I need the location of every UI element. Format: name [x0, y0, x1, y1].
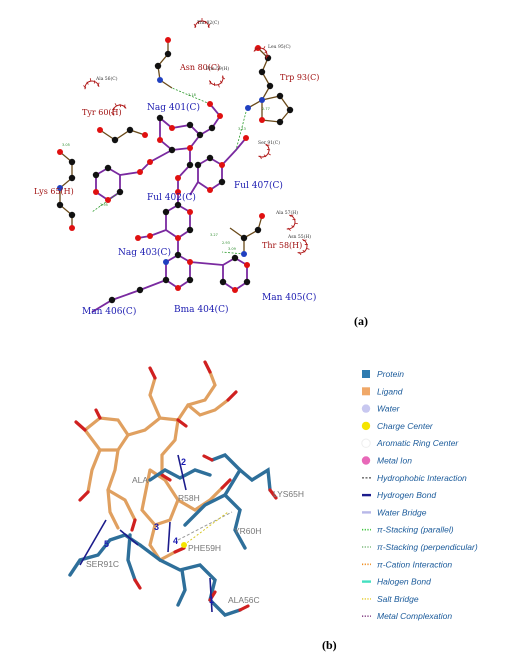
- ligand-oxygens: [74, 360, 238, 554]
- legend-label: Charge Center: [377, 421, 434, 431]
- interaction-number: 4: [173, 536, 178, 546]
- legend-item: Aromatic Ring Center: [361, 438, 459, 448]
- legend-item: π-Stacking (parallel): [362, 525, 454, 535]
- distance-label: 2.95: [100, 203, 108, 207]
- legend-label: Ligand: [377, 386, 403, 396]
- legend-label: Water: [377, 404, 401, 414]
- hydrophobic-label-thr82: Thr 82(C): [197, 19, 219, 26]
- hydrophobic-label-asn55: Asn 55(H): [287, 233, 311, 240]
- distance-label: 3.27: [210, 233, 218, 237]
- legend-item: Halogen Bond: [362, 577, 431, 587]
- distance-label: 2.93: [222, 241, 230, 245]
- legend-label: Water Bridge: [377, 507, 427, 517]
- hydrophobic-label-leu95: Leu 95(C): [268, 43, 291, 50]
- legend-item: Hydrogen Bond: [362, 490, 436, 500]
- ligand-sticks: [83, 370, 230, 563]
- panel-b-3d-render: LYS65H YR60H PHE59H ALA R58H SER91C ALA5…: [68, 360, 478, 652]
- legend-item: Salt Bridge: [362, 594, 419, 604]
- legend-item: Hydrophobic Interaction: [362, 473, 467, 483]
- ligand-label-man405: Man 405(C): [262, 292, 316, 303]
- distance-label: 3.18: [188, 93, 196, 97]
- protein-sticks: [68, 453, 272, 617]
- distance-label: 2.77: [262, 107, 270, 111]
- residue-label-thr58h: R58H: [178, 493, 200, 503]
- legend-item: Water Bridge: [362, 507, 427, 517]
- residue-label-phe59h: PHE59H: [188, 543, 221, 553]
- interaction-number: 2: [181, 457, 186, 467]
- interaction-number: 5: [104, 539, 109, 549]
- residue-label-tyr60h: YR60H: [234, 526, 261, 536]
- residue-label-tyr60: Tyr 60(H): [82, 108, 122, 117]
- pi-stacking-lines-3d: [183, 511, 229, 546]
- atoms: [56, 37, 294, 304]
- residue-label-ser91c: SER91C: [86, 559, 119, 569]
- legend-label: Halogen Bond: [377, 577, 431, 587]
- legend-item: π-Stacking (perpendicular): [362, 542, 478, 552]
- residue-label-lys65: Lys 65(H): [34, 187, 74, 196]
- hydrophobic-lines-3d: [177, 511, 233, 541]
- legend-symbol: [362, 387, 370, 396]
- ligand-label-ful407: Ful 407(C): [234, 180, 283, 191]
- hbond-lines-3d: [79, 454, 213, 613]
- legend-label: Aromatic Ring Center: [376, 438, 459, 448]
- hydrophobic-label-ala57: Ala 57(H): [275, 209, 298, 216]
- hydrophobic-label-ala56: Ala 56(C): [95, 75, 118, 82]
- ligand-label-nag401: Nag 401(C): [147, 102, 200, 113]
- residue-bonds: [59, 40, 291, 254]
- legend-item: Water: [361, 404, 401, 414]
- residue-label-ala: ALA: [132, 475, 148, 485]
- panel-a-ligplot: Nag 401(C) Ful 402(C) Ful 407(C) Nag 403…: [34, 17, 368, 328]
- hydrophobic-label-phe59: Phe 59(H): [206, 65, 229, 72]
- hydrophobic-label-ser91: Ser 91(C): [258, 139, 280, 146]
- legend-item: Ligand: [362, 386, 403, 396]
- charge-center-marker: [181, 542, 187, 548]
- legend-label: Hydrogen Bond: [377, 490, 436, 500]
- distance-label: 3.09: [228, 247, 236, 251]
- residue-label-asn80: Asn 80(C): [179, 63, 220, 72]
- residue-label-ala56c: ALA56C: [228, 595, 260, 605]
- legend-item: Metal Ion: [361, 456, 412, 466]
- panel-b-label: (b): [322, 638, 337, 652]
- legend-item: Charge Center: [361, 421, 434, 431]
- legend-symbol: [361, 404, 371, 413]
- legend-symbol: [361, 456, 371, 465]
- legend-symbol: [361, 421, 371, 431]
- interaction-number: 1: [209, 595, 214, 605]
- legend-label: π-Stacking (perpendicular): [377, 542, 478, 552]
- legend-symbol: [361, 438, 371, 448]
- residue-label-lys65h: LYS65H: [273, 489, 304, 499]
- legend-symbol: [362, 370, 370, 378]
- legend-label: Metal Ion: [377, 456, 412, 466]
- legend-label: Salt Bridge: [377, 594, 419, 604]
- ligand-label-nag403: Nag 403(C): [118, 247, 171, 258]
- legend-item: π-Cation Interaction: [362, 559, 452, 569]
- ligand-label-bma404: Bma 404(C): [174, 304, 228, 315]
- legend-item: Metal Complexation: [362, 611, 452, 621]
- legend-label: Protein: [377, 369, 404, 379]
- legend-item: Protein: [362, 369, 404, 379]
- legend-label: π-Cation Interaction: [377, 559, 452, 569]
- legend-label: Metal Complexation: [377, 611, 452, 621]
- ligand-label-man406: Man 406(C): [82, 306, 136, 317]
- panel-a-label: (a): [354, 314, 368, 328]
- distance-label: 3.05: [62, 143, 70, 147]
- residue-label-thr58: Thr 58(H): [262, 241, 302, 250]
- interaction-number: 3: [154, 522, 159, 532]
- legend-label: π-Stacking (parallel): [377, 525, 454, 535]
- distance-label: 3.13: [238, 127, 246, 131]
- legend-label: Hydrophobic Interaction: [377, 473, 467, 483]
- hbond-lines: [91, 87, 247, 255]
- residue-label-trp93: Trp 93(C): [280, 73, 319, 82]
- ligand-label-ful402: Ful 402(C): [147, 192, 196, 203]
